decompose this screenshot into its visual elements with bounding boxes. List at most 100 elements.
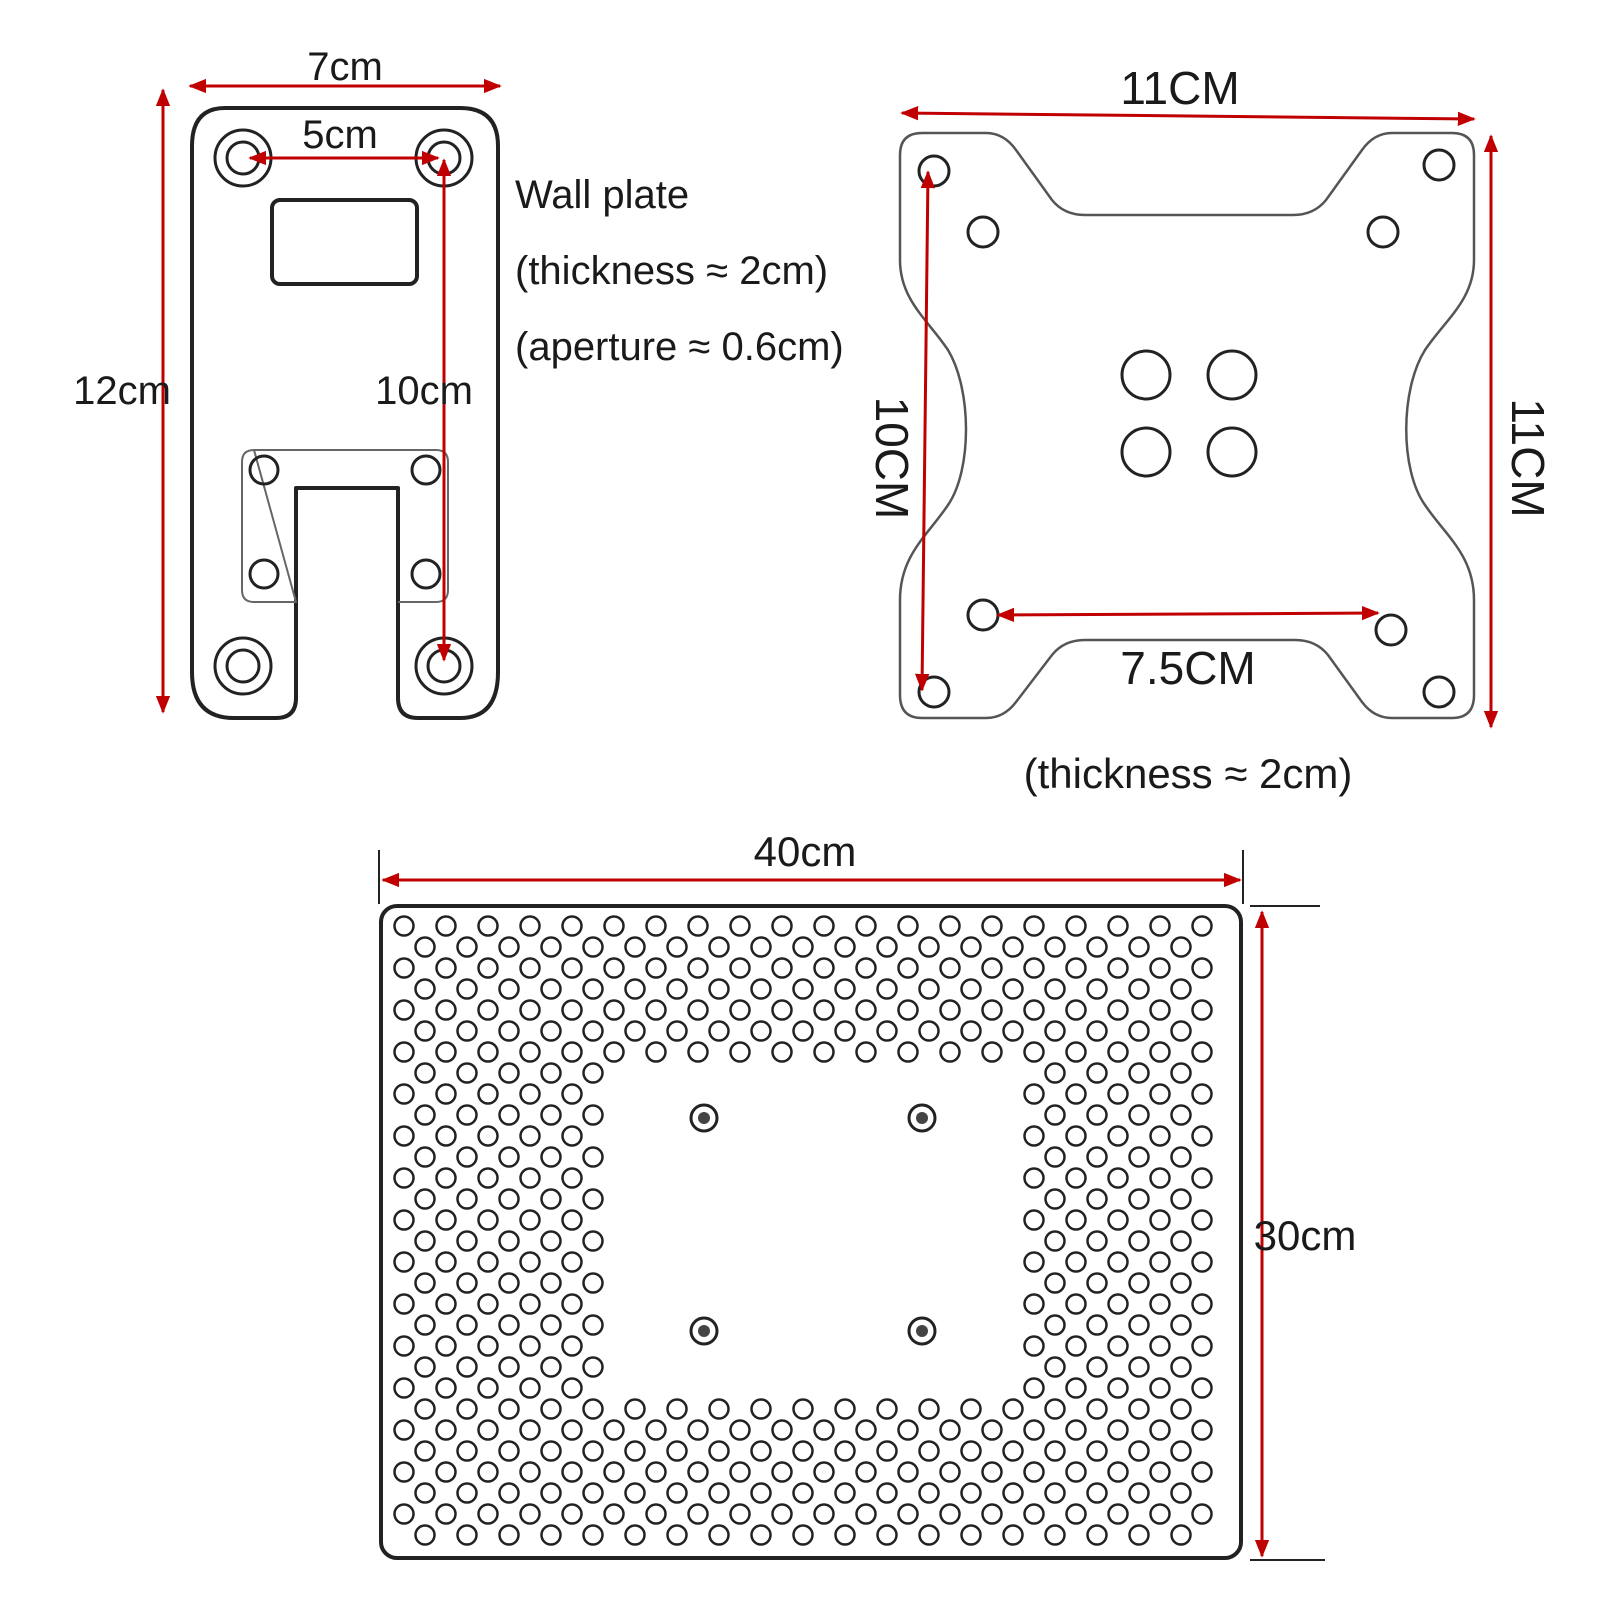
perforation-hole — [1149, 1293, 1171, 1315]
perforation-hole — [687, 1041, 709, 1063]
perforation-hole — [414, 1524, 436, 1546]
perforation-hole — [1128, 1440, 1150, 1462]
perforation-hole — [834, 1524, 856, 1546]
perforation-hole — [1170, 1104, 1192, 1126]
perforation-hole — [435, 1335, 457, 1357]
perforation-hole — [1170, 1188, 1192, 1210]
mount-screw-icon — [907, 1103, 937, 1133]
perforation-hole — [708, 1398, 730, 1420]
perforation-hole — [1149, 1503, 1171, 1525]
perforation-hole — [477, 1167, 499, 1189]
perforation-hole — [729, 1419, 751, 1441]
perforation-hole — [1107, 1503, 1129, 1525]
vesa-plate-hole — [1422, 148, 1456, 182]
perforation-hole — [855, 957, 877, 979]
perforation-hole — [498, 978, 520, 1000]
perforation-hole — [855, 1041, 877, 1063]
perforation-hole — [393, 1209, 415, 1231]
perforation-hole — [435, 957, 457, 979]
perforation-hole — [1191, 1251, 1213, 1273]
perforated-plate-height-label: 30cm — [1254, 1212, 1357, 1259]
perforation-hole — [456, 1188, 478, 1210]
perforation-hole — [1170, 1146, 1192, 1168]
wall-plate-window — [270, 198, 419, 286]
perforation-hole — [582, 1482, 604, 1504]
perforation-hole — [876, 1020, 898, 1042]
perforation-hole — [666, 936, 688, 958]
perforation-hole — [918, 1524, 940, 1546]
perforation-hole — [414, 1104, 436, 1126]
perforation-hole — [729, 999, 751, 1021]
perforation-hole — [897, 957, 919, 979]
perforation-hole — [519, 1125, 541, 1147]
perforation-hole — [540, 1440, 562, 1462]
wall-plate: 7cm 5cm 12cm 10cm Wall plate (thickness … — [73, 45, 844, 720]
perforation-hole — [855, 1461, 877, 1483]
perforation-hole — [1086, 1020, 1108, 1042]
perforation-hole — [477, 1503, 499, 1525]
perforation-hole — [645, 957, 667, 979]
perforation-hole — [666, 1020, 688, 1042]
perforation-hole — [1191, 1503, 1213, 1525]
perforation-hole — [456, 1146, 478, 1168]
perforation-hole — [1128, 1398, 1150, 1420]
perforation-hole — [498, 1230, 520, 1252]
wall-plate-hole — [248, 558, 280, 590]
perforation-hole — [498, 936, 520, 958]
perforation-hole — [1086, 1482, 1108, 1504]
perforation-hole — [624, 1524, 646, 1546]
perforation-hole — [393, 1377, 415, 1399]
perforation-hole — [1128, 1062, 1150, 1084]
mount-screw-icon — [907, 1316, 937, 1346]
perforation-hole — [393, 999, 415, 1021]
perforation-hole — [876, 978, 898, 1000]
perforation-hole — [1065, 1461, 1087, 1483]
perforation-hole — [519, 915, 541, 937]
perforation-hole — [519, 1335, 541, 1357]
perforation-hole — [435, 1293, 457, 1315]
perforation-hole — [981, 1461, 1003, 1483]
perforation-hole — [1191, 1377, 1213, 1399]
perforation-hole — [1044, 978, 1066, 1000]
perforation-hole — [1107, 1251, 1129, 1273]
perforation-hole — [918, 936, 940, 958]
perforation-hole — [666, 1440, 688, 1462]
perforated-plate-outline — [379, 904, 1243, 1560]
perforation-hole — [456, 1062, 478, 1084]
perforation-hole — [1044, 1398, 1066, 1420]
perforation-hole — [1044, 1272, 1066, 1294]
perforation-hole — [645, 1503, 667, 1525]
perforation-hole — [414, 1314, 436, 1336]
vesa-plate-hole — [1422, 675, 1456, 709]
perforation-hole — [582, 1398, 604, 1420]
perforation-hole — [456, 1398, 478, 1420]
vesa-plate-hole — [1366, 215, 1400, 249]
perforation-hole — [981, 999, 1003, 1021]
perforation-hole — [1128, 1188, 1150, 1210]
perforation-hole — [1170, 978, 1192, 1000]
perforation-hole — [666, 1524, 688, 1546]
perforation-hole — [624, 1482, 646, 1504]
perforation-hole — [1107, 1083, 1129, 1105]
perforation-hole — [1170, 1314, 1192, 1336]
perforation-hole — [1086, 1356, 1108, 1378]
perforation-hole — [603, 1461, 625, 1483]
wall-plate-hole — [410, 454, 442, 486]
perforation-hole — [477, 1041, 499, 1063]
perforation-hole — [1065, 999, 1087, 1021]
perforation-hole — [1149, 1251, 1171, 1273]
perforation-hole — [477, 1461, 499, 1483]
perforation-hole — [960, 978, 982, 1000]
perforation-hole — [561, 1419, 583, 1441]
perforation-hole — [855, 915, 877, 937]
perforation-hole — [519, 957, 541, 979]
perforation-hole — [498, 1314, 520, 1336]
perforation-hole — [561, 1335, 583, 1357]
perforation-hole — [540, 1356, 562, 1378]
vesa-plate-height-label: 11CM — [1502, 398, 1554, 517]
perforation-hole — [939, 957, 961, 979]
vesa-plate-hole-vertical-dimension — [914, 170, 936, 692]
perforation-hole — [834, 936, 856, 958]
perforation-hole — [1149, 915, 1171, 937]
perforation-hole — [540, 1188, 562, 1210]
